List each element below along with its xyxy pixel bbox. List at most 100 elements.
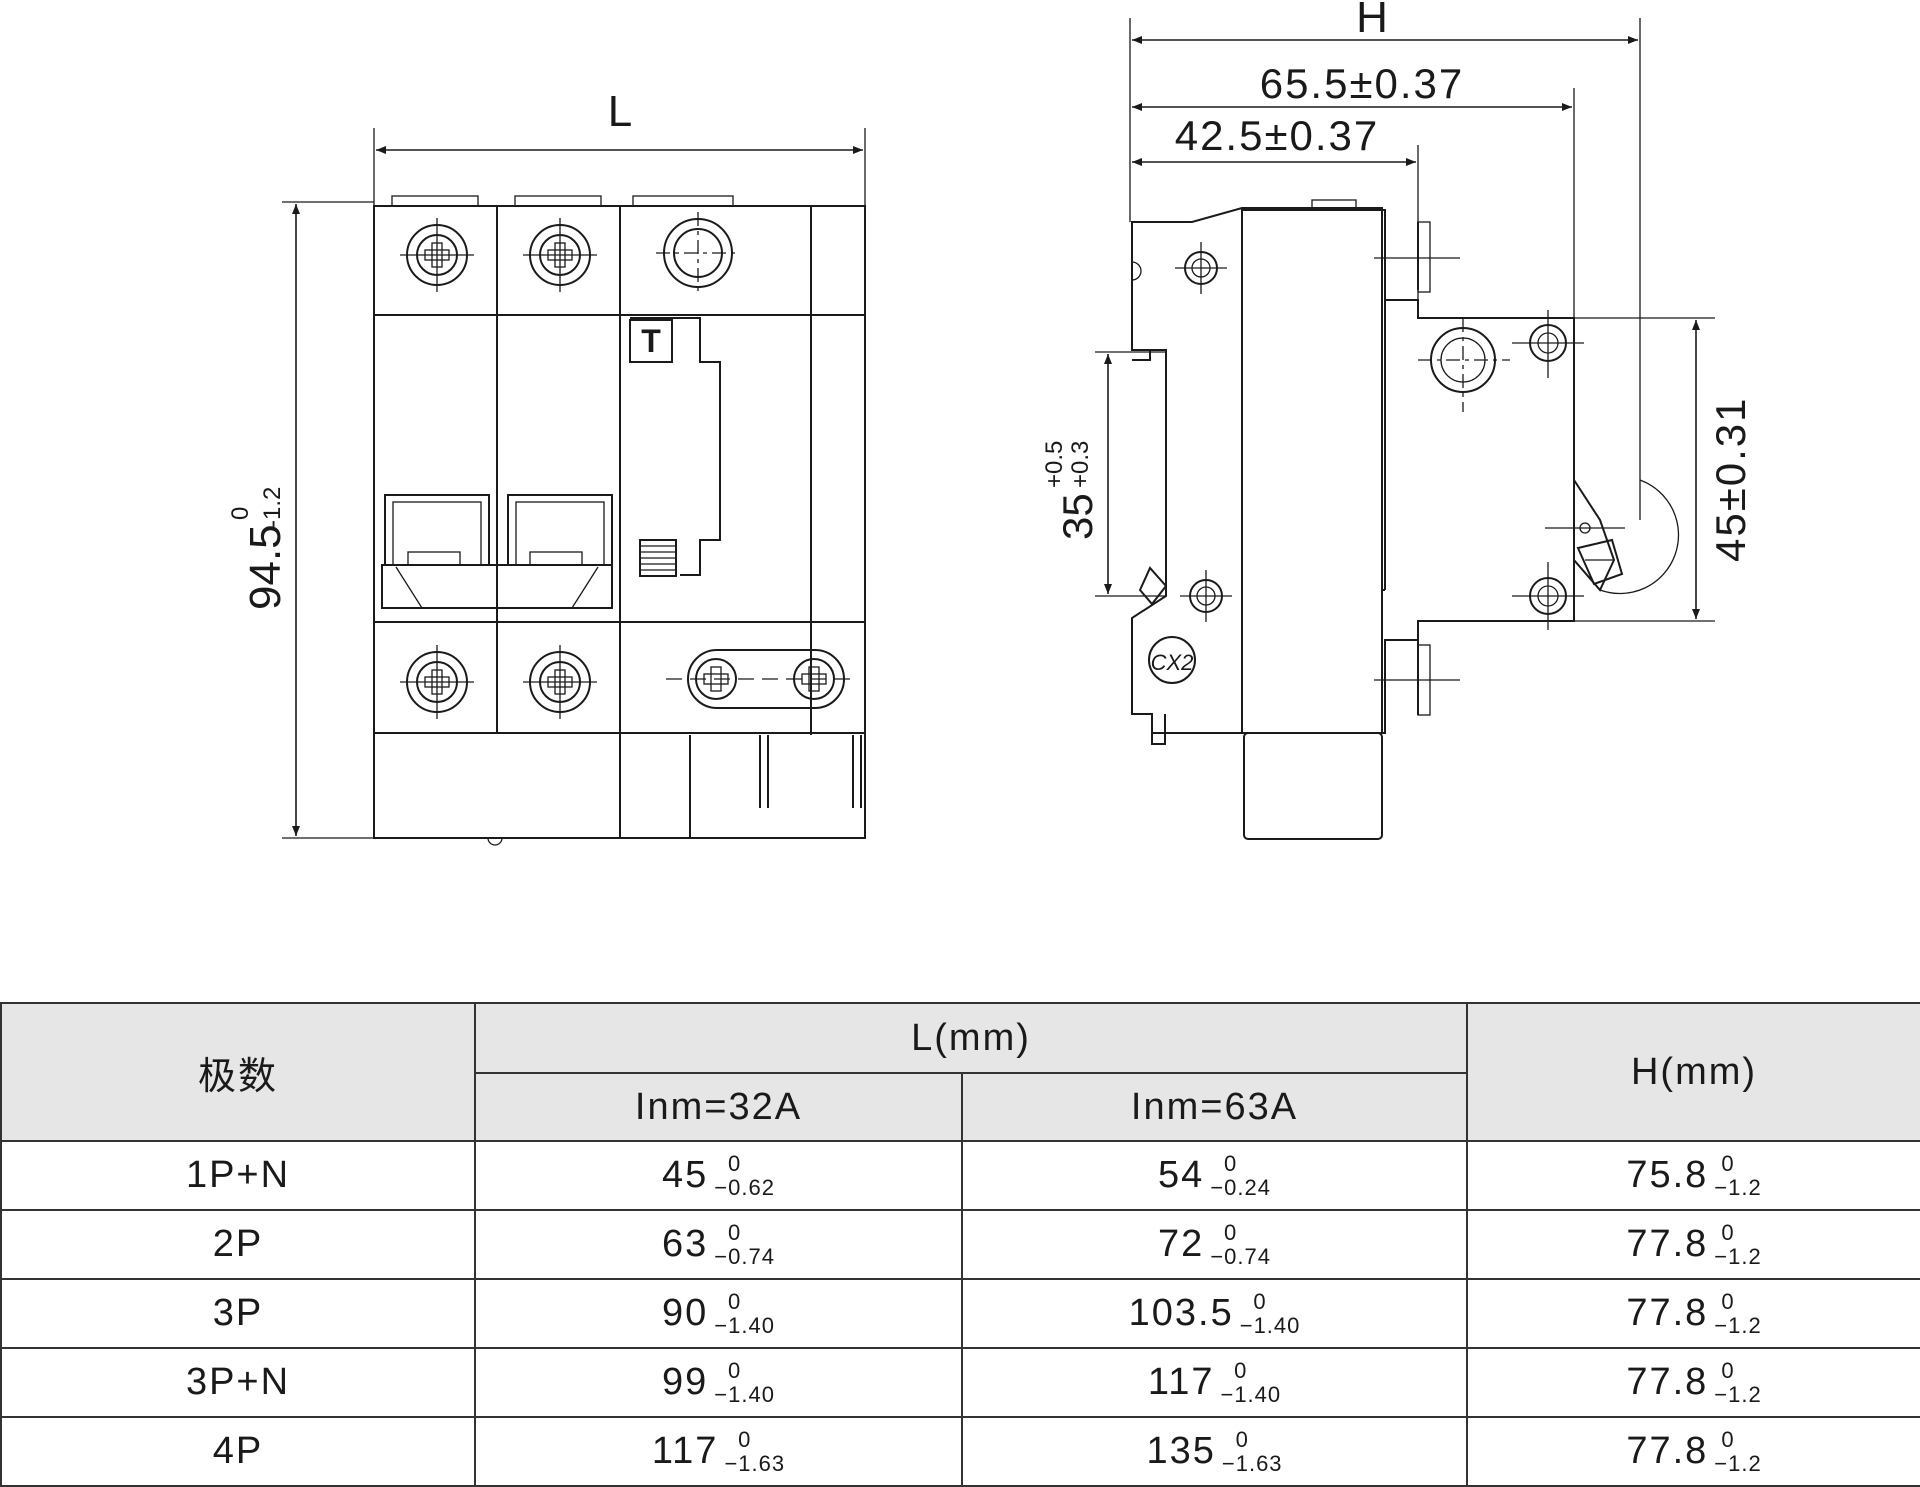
side-base [1243, 732, 1383, 840]
tolerance: 0−0.24 [1210, 1150, 1271, 1200]
header-h: H(mm) [1466, 1002, 1920, 1142]
tolerance-lower: −1.2 [1714, 1243, 1762, 1269]
tolerance-upper: 0 [1224, 1150, 1238, 1176]
tolerance: 0−0.62 [714, 1151, 775, 1200]
height-label: 94.5 0 -1.2 [227, 487, 290, 610]
dimension-drawing: L 94.5 0 -1.2 [227, 0, 1754, 846]
side-screw-5 [1512, 562, 1584, 630]
handle-right [507, 494, 613, 566]
tolerance-lower: −1.63 [724, 1450, 786, 1476]
nominal-value: 75.8 [1626, 1154, 1709, 1196]
tolerance-upper: 0 [728, 1219, 742, 1245]
tolerance: 0−1.2 [1714, 1427, 1762, 1476]
tolerance: 0−1.2 [1714, 1151, 1762, 1200]
dim-65-label: 65.5±0.37 [1260, 60, 1465, 107]
side-screw-2 [1180, 570, 1232, 622]
tolerance: 0−1.2 [1714, 1219, 1762, 1269]
side-screw-1 [1175, 242, 1227, 294]
side-handle [1545, 479, 1680, 595]
poles-cell: 3P+N [0, 1347, 476, 1418]
nominal-value: 45 [662, 1154, 709, 1196]
tolerance: 0−0.74 [1210, 1219, 1271, 1269]
tolerance-upper: 0 [1721, 1357, 1735, 1383]
nominal-value: 63 [662, 1223, 709, 1265]
nominal-value: 77.8 [1626, 1223, 1709, 1265]
rcd-slot [630, 317, 721, 576]
dim-42-label: 42.5±0.37 [1175, 112, 1380, 159]
tolerance-lower: −1.2 [1714, 1450, 1762, 1476]
tolerance-upper: 0 [1235, 1426, 1249, 1452]
nominal-value: 103.5 [1128, 1292, 1234, 1334]
tolerance-lower: −0.74 [714, 1243, 775, 1269]
tolerance-upper: 0 [1721, 1219, 1735, 1245]
nominal-value: 99 [662, 1361, 709, 1403]
poles-cell: 3P [0, 1278, 476, 1349]
rail-label: 35 +0.5 +0.3 [1041, 441, 1101, 540]
nominal-value: 90 [662, 1292, 709, 1334]
tolerance-lower: −1.2 [1714, 1174, 1762, 1200]
table-subheader-row: Inm=32A Inm=63A [1, 1072, 1920, 1142]
tolerance: 0−1.63 [724, 1427, 786, 1476]
tolerance-lower: −1.40 [714, 1381, 775, 1407]
tolerance-lower: −0.62 [714, 1174, 775, 1200]
header-l: L(mm) [473, 1002, 1469, 1074]
svg-text:-1.2: -1.2 [259, 487, 286, 528]
nominal-value: 135 [1146, 1430, 1216, 1472]
tolerance: 0−1.40 [714, 1289, 775, 1338]
tolerance: 0−1.2 [1714, 1357, 1761, 1407]
header-l-32a: Inm=32A [474, 1072, 963, 1142]
side-cover [1241, 209, 1383, 734]
l-label: L [608, 87, 632, 136]
tolerance: 0−1.40 [714, 1358, 775, 1407]
tolerance: 0−1.2 [1714, 1288, 1762, 1338]
indicator-window [639, 539, 677, 577]
svg-text:CX2: CX2 [1151, 650, 1194, 675]
tolerance-upper: 0 [1234, 1357, 1248, 1383]
test-button [629, 319, 673, 363]
side-body [1131, 207, 1575, 734]
svg-text:+0.5: +0.5 [1041, 441, 1068, 488]
tolerance-lower: −1.40 [714, 1312, 775, 1338]
tolerance-lower: −1.2 [1714, 1312, 1762, 1338]
terminal-screw-bottom-3 [666, 649, 858, 709]
nominal-value: 77.8 [1626, 1430, 1709, 1472]
tolerance: 0−1.40 [1220, 1357, 1281, 1407]
terminal-screw-bottom-1 [400, 645, 474, 719]
side-screw-3 [1418, 318, 1510, 412]
tolerance-upper: 0 [1224, 1219, 1238, 1245]
dimension-value: 63 0−0.74 [662, 1219, 775, 1269]
side-view: H 65.5±0.37 42.5±0.37 35 +0.5 +0.3 45±0.… [1041, 0, 1754, 840]
tolerance-upper: 0 [1721, 1288, 1735, 1314]
l32-cell: 63 0−0.74 [474, 1209, 963, 1280]
nominal-value: 77.8 [1626, 1292, 1709, 1334]
side-screw-4 [1512, 310, 1584, 378]
terminal-screw-bottom-2 [523, 645, 597, 719]
h-label: H [1356, 0, 1388, 42]
